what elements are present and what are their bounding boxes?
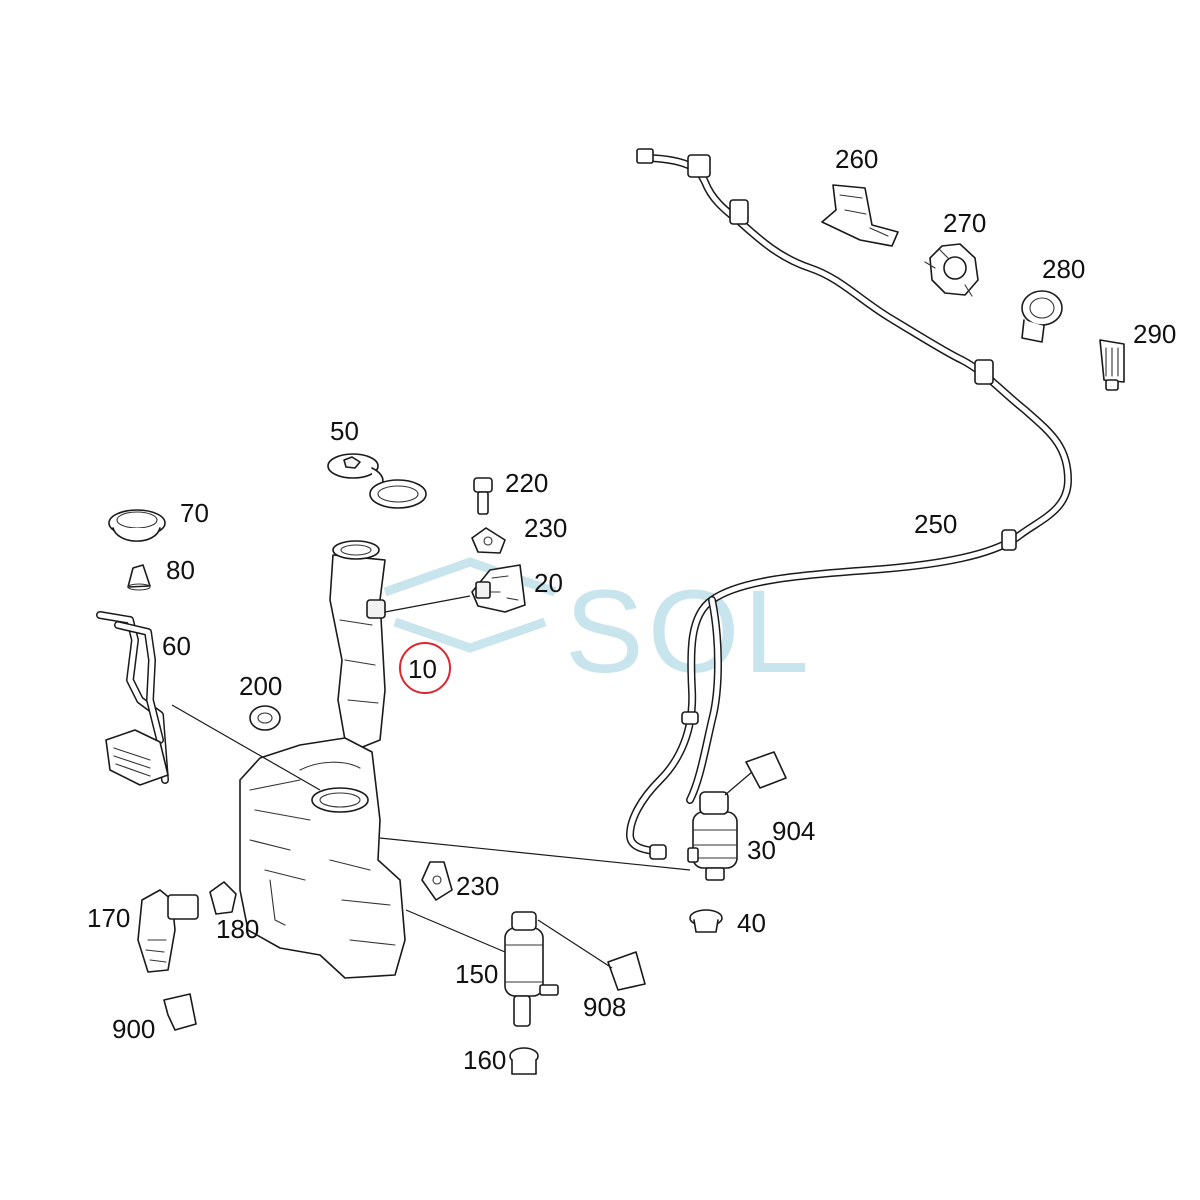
- part-260-bracket: [821, 184, 899, 247]
- callout-260: 260: [835, 144, 878, 174]
- leader-lines: [171, 595, 753, 969]
- callout-220: 220: [505, 468, 548, 498]
- callout-900: 900: [112, 1014, 155, 1044]
- highlight-circle: [399, 642, 451, 694]
- part-230-nut-lower: [421, 861, 453, 901]
- callout-230-lower: 230: [456, 871, 499, 901]
- part-50-cap: [327, 453, 427, 509]
- part-10-reservoir: [239, 540, 406, 979]
- part-80-plug: [127, 564, 151, 591]
- callout-904: 904: [772, 816, 815, 846]
- watermark-logo-icon: [383, 557, 557, 597]
- callout-labels: 260 270 280 290 50 220 230 250 70 80 20 …: [87, 144, 1176, 1075]
- part-290-plug: [1099, 339, 1125, 391]
- callout-270: 270: [943, 208, 986, 238]
- watermark: SOL: [383, 557, 813, 698]
- callout-908: 908: [583, 992, 626, 1022]
- callout-160: 160: [463, 1045, 506, 1075]
- part-900-connector: [163, 993, 197, 1031]
- callout-20: 20: [534, 568, 563, 598]
- part-200-grommet: [249, 705, 281, 731]
- callout-150: 150: [455, 959, 498, 989]
- part-180-grommet: [209, 881, 237, 915]
- callout-250: 250: [914, 509, 957, 539]
- watermark-text: SOL: [565, 566, 813, 698]
- callout-280: 280: [1042, 254, 1085, 284]
- part-908-connector: [607, 951, 646, 991]
- callout-230-upper: 230: [524, 513, 567, 543]
- part-250-hose: [626, 148, 1072, 860]
- part-60-tube: [96, 611, 169, 786]
- part-280-clip: [1021, 290, 1063, 343]
- part-70-cap: [108, 509, 166, 542]
- callout-290: 290: [1133, 319, 1176, 349]
- callout-170: 170: [87, 903, 130, 933]
- callout-60: 60: [162, 631, 191, 661]
- callout-180: 180: [216, 914, 259, 944]
- part-170-sensor: [137, 889, 199, 973]
- callout-10: 10: [408, 654, 437, 684]
- part-150-pump: [504, 911, 559, 1027]
- callout-70: 70: [180, 498, 209, 528]
- part-160-grommet: [509, 1047, 539, 1075]
- part-30-pump: [687, 791, 738, 881]
- part-270-clip: [924, 243, 979, 297]
- part-220-screw: [473, 477, 493, 515]
- part-904-connector: [745, 751, 787, 789]
- callout-80: 80: [166, 555, 195, 585]
- callout-50: 50: [330, 416, 359, 446]
- part-40-grommet: [689, 909, 723, 933]
- callout-30: 30: [747, 835, 776, 865]
- part-230-nut-upper: [471, 527, 506, 554]
- watermark-logo-icon-lower: [393, 617, 547, 653]
- callout-200: 200: [239, 671, 282, 701]
- part-20-bracket: [471, 564, 526, 613]
- callout-40: 40: [737, 908, 766, 938]
